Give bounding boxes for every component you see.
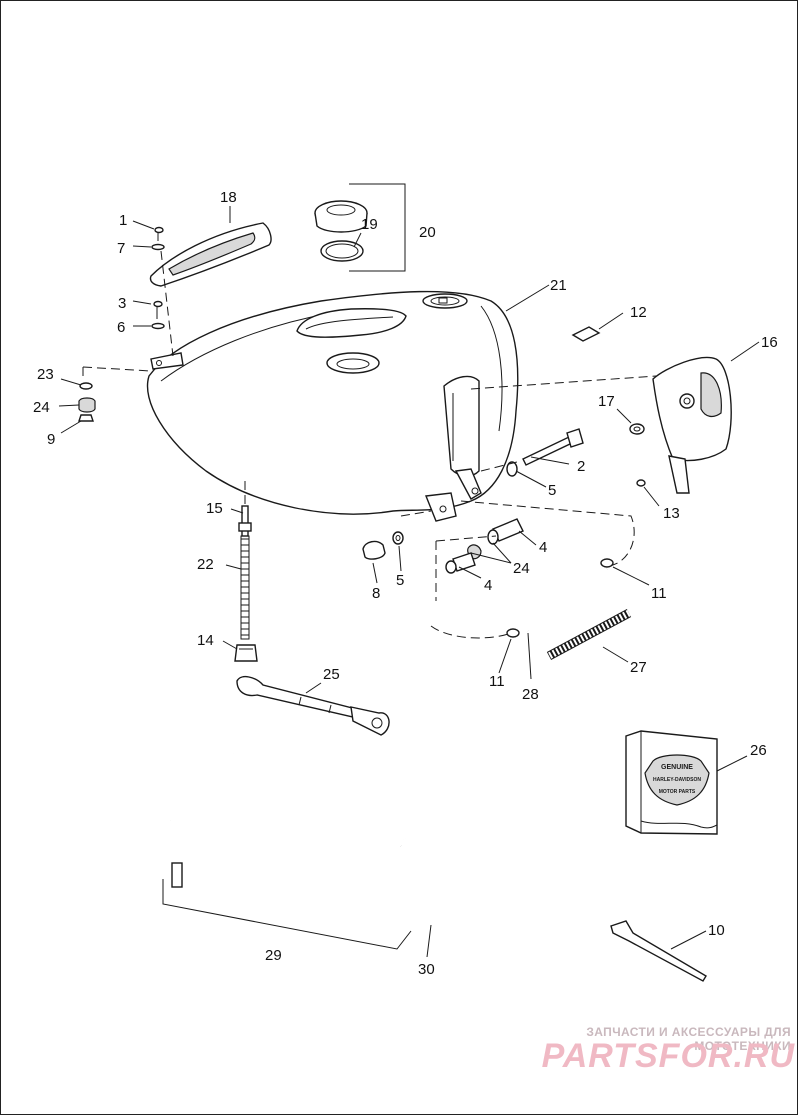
- callout-25: 25: [323, 666, 340, 683]
- callout-19: 19: [361, 216, 378, 233]
- callout-7: 7: [117, 240, 125, 257]
- hose-spring-27: [546, 609, 632, 660]
- callout-13: 13: [663, 505, 680, 522]
- screw-13: [636, 479, 646, 487]
- logo-motor-parts: MOTOR PARTS: [659, 789, 696, 795]
- strap-10: [610, 920, 707, 982]
- callout-27: 27: [630, 659, 647, 676]
- callout-28: 28: [522, 686, 539, 703]
- callout-5-right: 5: [548, 482, 556, 499]
- callout-11-right: 11: [651, 585, 667, 602]
- callout-3: 3: [118, 295, 126, 312]
- hose-clamp-11-bottom: [506, 628, 520, 638]
- leader-lines: [58, 206, 760, 958]
- hose-clamp-11-top: [600, 558, 614, 568]
- callout-18: 18: [220, 189, 237, 206]
- vent-tube-30: [169, 734, 443, 908]
- callout-5-front: 5: [396, 572, 404, 589]
- grommet-17: [629, 423, 645, 435]
- fuel-hose-28: [525, 567, 609, 632]
- callout-24-left: 24: [33, 399, 50, 416]
- callout-10: 10: [708, 922, 725, 939]
- logo-brand: HARLEY-DAVIDSON: [653, 777, 701, 783]
- callout-8: 8: [372, 585, 380, 602]
- fuel-cap-gasket: [320, 240, 364, 262]
- callout-16: 16: [761, 334, 778, 351]
- console-gasket: [149, 222, 272, 287]
- genuine-parts-package: GENUINE HARLEY-DAVIDSON MOTOR PARTS: [625, 730, 718, 835]
- fuel-valve-stem: [238, 505, 252, 640]
- side-cover-bracket: [652, 357, 732, 494]
- callout-4-upper: 4: [539, 539, 547, 556]
- washer-5-front: [392, 531, 404, 545]
- callout-4-lower: 4: [484, 577, 492, 594]
- callout-23: 23: [37, 366, 54, 383]
- callout-26: 26: [750, 742, 767, 759]
- callout-17: 17: [598, 393, 615, 410]
- callout-9: 9: [47, 431, 55, 448]
- callout-11-left: 11: [489, 673, 505, 690]
- callout-1: 1: [119, 212, 127, 229]
- callout-22: 22: [197, 556, 214, 573]
- screw-1: [151, 226, 165, 251]
- spacers-and-grommets: [445, 518, 524, 574]
- callout-6: 6: [117, 319, 125, 336]
- logo-genuine: GENUINE: [661, 764, 693, 771]
- callout-2: 2: [577, 458, 585, 475]
- callout-21: 21: [550, 277, 567, 294]
- callout-15: 15: [206, 500, 223, 517]
- crossover-line-25: [236, 675, 390, 736]
- fuel-cap: [314, 200, 368, 233]
- watermark-site: PARTSFOR.RU: [541, 1037, 795, 1075]
- acorn-nut: [362, 540, 386, 560]
- callout-24-center: 24: [513, 560, 530, 577]
- callouts: 1 2 3 4 4 5 5 6 7 8 9 10 11 11 12 13 14 …: [33, 189, 778, 978]
- screw-3: [151, 300, 165, 330]
- callout-20: 20: [419, 224, 436, 241]
- clip-12: [571, 326, 601, 342]
- valve-nut-14: [234, 644, 258, 662]
- front-mount-hardware: [78, 382, 96, 422]
- callout-30: 30: [418, 961, 435, 978]
- mount-bolt-2: [506, 428, 584, 477]
- callout-14: 14: [197, 632, 214, 649]
- callout-12: 12: [630, 304, 647, 321]
- watermark-tagline: ЗАПЧАСТИ И АКСЕССУАРЫ ДЛЯ МОТОТЕХНИКИ: [586, 1025, 791, 1053]
- callout-29: 29: [265, 947, 282, 964]
- fuel-tank: [146, 290, 519, 522]
